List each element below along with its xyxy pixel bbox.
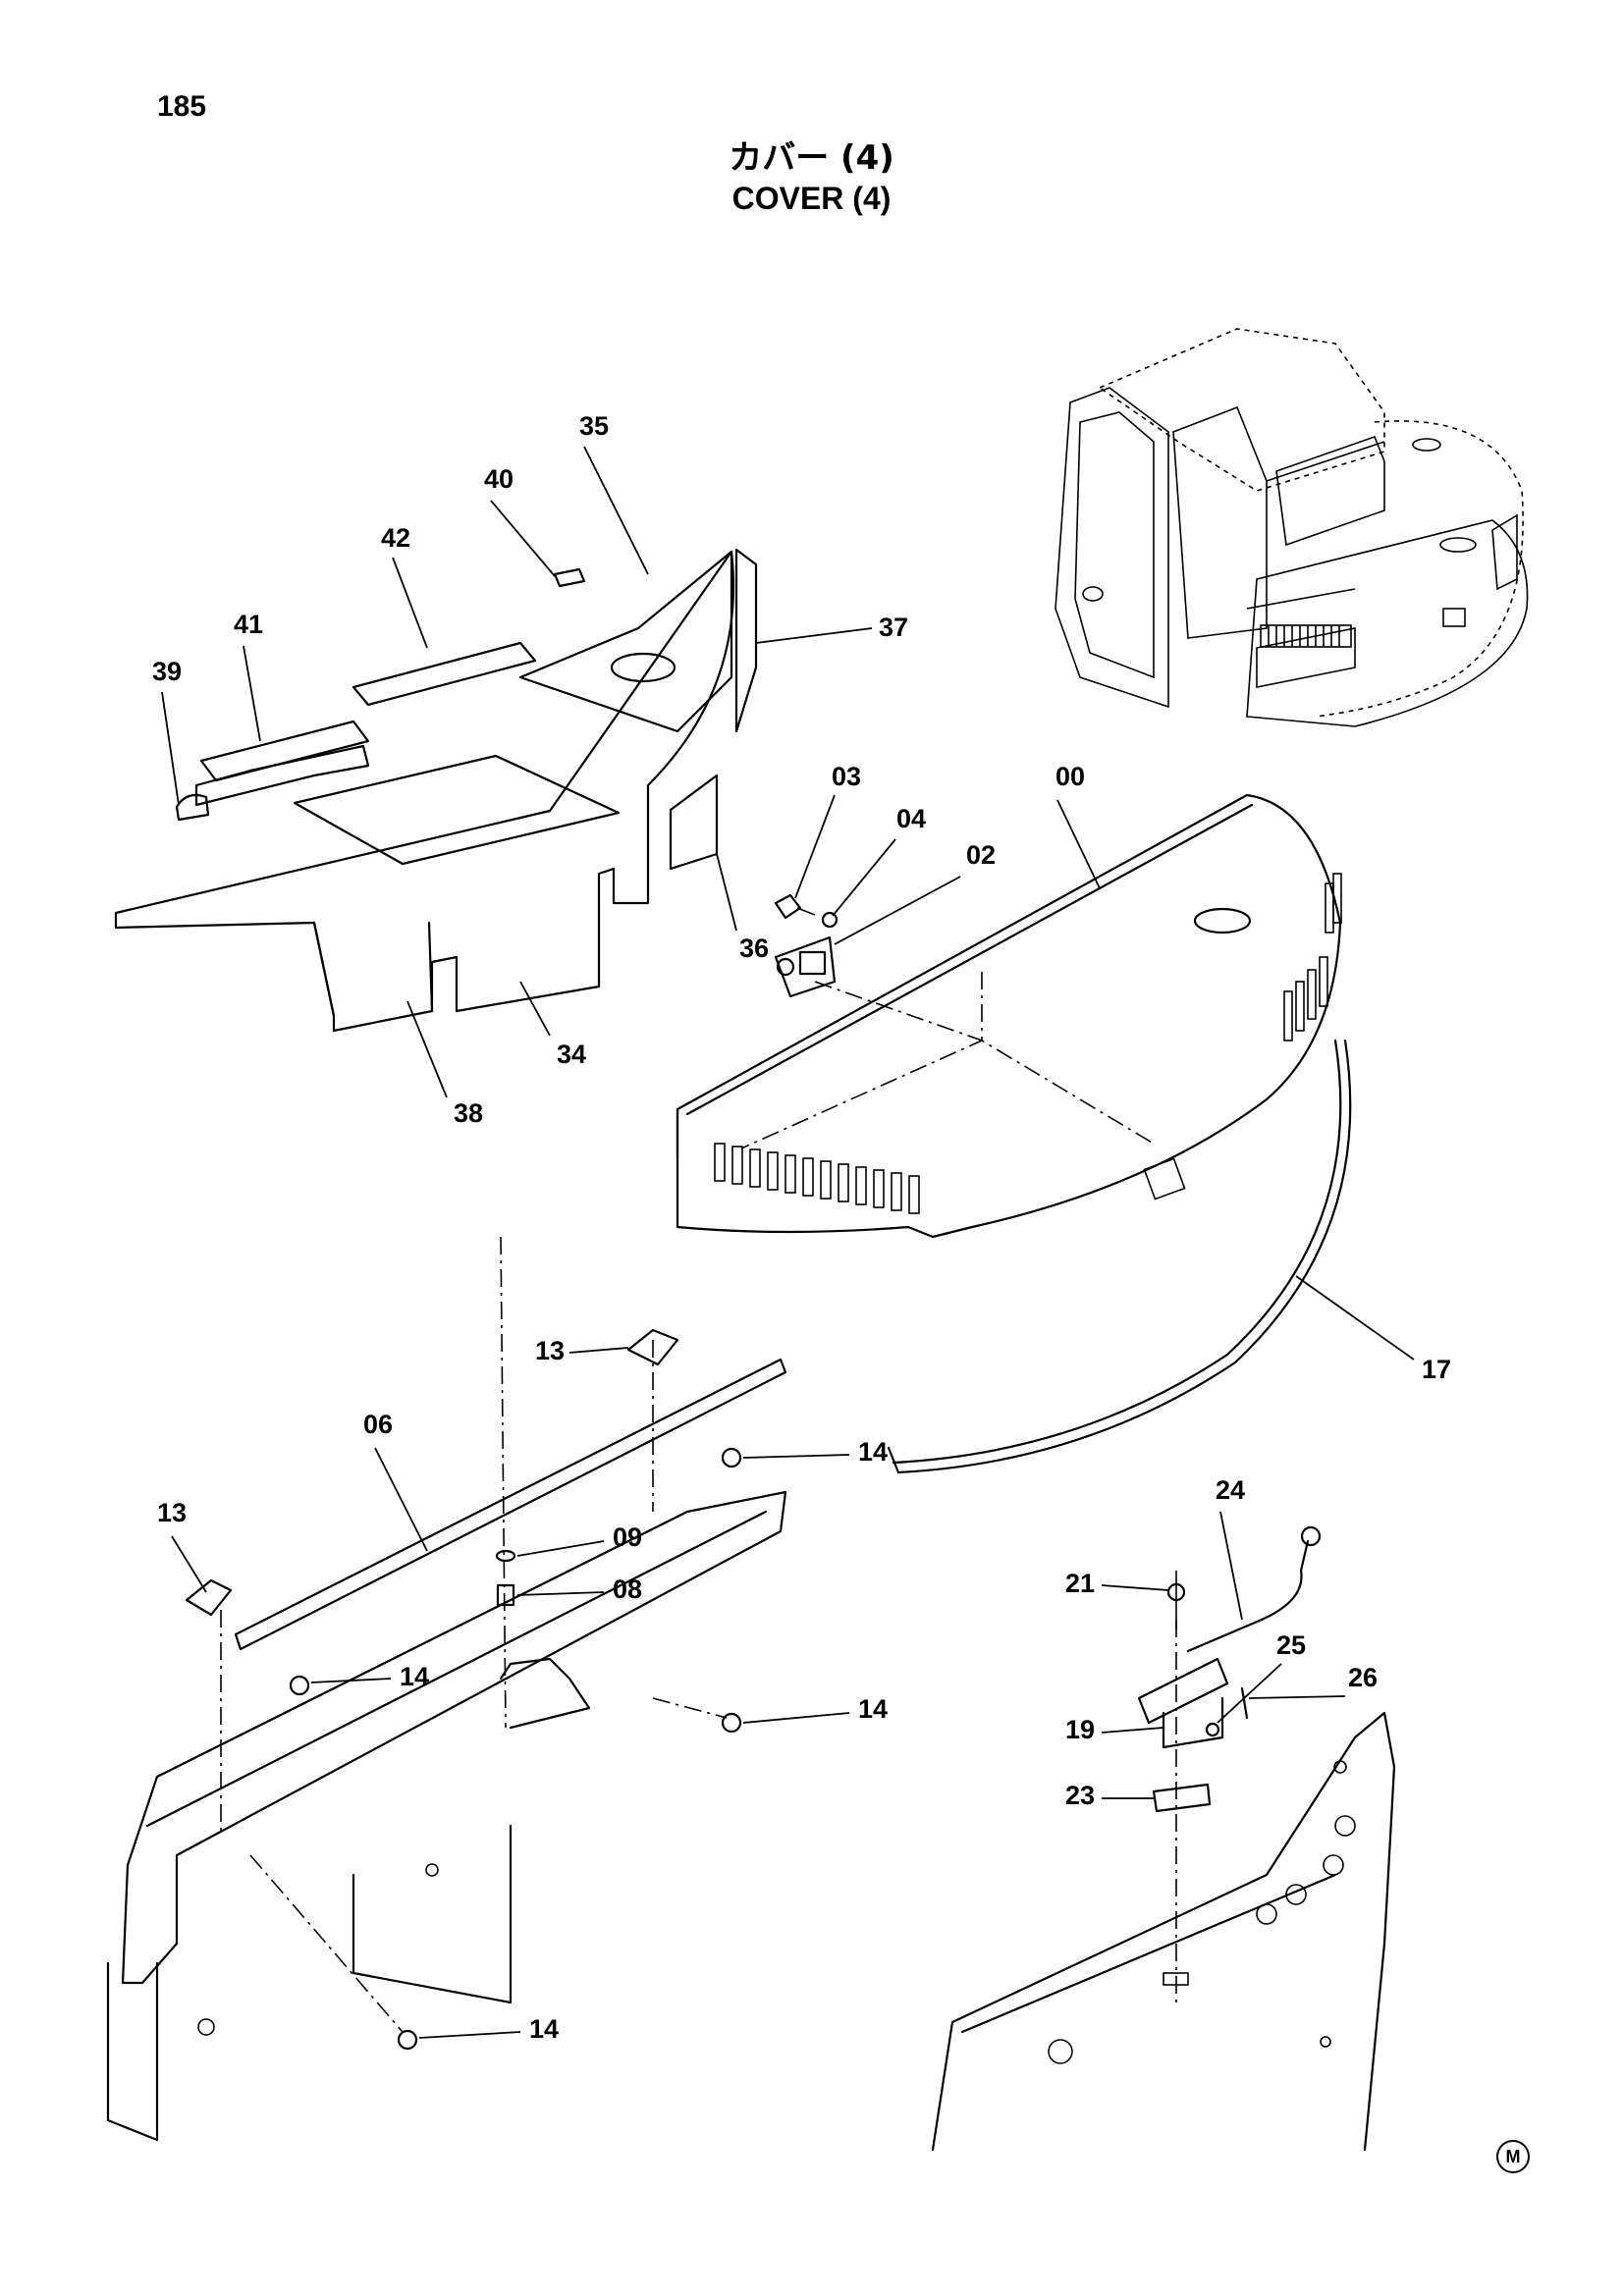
hood-cover [676, 793, 1342, 1239]
part-label-l40: 40 [484, 464, 514, 494]
part-label-l03: 03 [832, 762, 861, 791]
part-label-l13a: 13 [535, 1336, 565, 1365]
part-label-l24: 24 [1216, 1475, 1245, 1505]
part-label-l23: 23 [1065, 1781, 1095, 1810]
part-label-l04: 04 [896, 804, 926, 833]
part-label-l08: 08 [613, 1575, 642, 1604]
model-mark: M [1496, 2140, 1530, 2173]
part-label-l37: 37 [879, 613, 908, 642]
part-label-l14a: 14 [858, 1437, 888, 1467]
part-label-l14c: 14 [858, 1694, 888, 1724]
part-label-l35: 35 [579, 411, 609, 441]
part-label-l21: 21 [1065, 1569, 1095, 1598]
latch-assembly [774, 893, 839, 998]
hinge-rail-frame [106, 1236, 787, 2142]
part-label-l02: 02 [966, 840, 996, 870]
title-block: カバー (4) COVER (4) [0, 137, 1623, 218]
title-japanese: カバー (4) [729, 138, 894, 178]
part-label-l14d: 14 [529, 2014, 559, 2044]
part-label-l17: 17 [1422, 1355, 1451, 1384]
leader-lines [161, 446, 1415, 2039]
part-label-l36: 36 [739, 934, 769, 963]
lock-assembly [931, 1525, 1396, 2152]
part-label-l39: 39 [152, 657, 182, 686]
part-label-l42: 42 [381, 523, 410, 553]
part-label-l09: 09 [613, 1522, 642, 1552]
seal-strip [887, 1039, 1352, 1474]
part-label-l26: 26 [1348, 1663, 1378, 1692]
title-english: COVER (4) [731, 181, 892, 216]
part-label-l06: 06 [363, 1410, 393, 1439]
part-label-l38: 38 [454, 1098, 483, 1128]
machine-vent-slots [1260, 624, 1352, 648]
machine-overview [1055, 328, 1529, 727]
hood-vent-slots [714, 873, 1342, 1214]
part-label-l13b: 13 [157, 1498, 187, 1527]
part-label-l14b: 14 [400, 1662, 429, 1691]
part-label-l00: 00 [1055, 762, 1085, 791]
part-label-l25: 25 [1276, 1630, 1306, 1660]
insulation-panel-set [114, 548, 758, 1033]
part-label-l34: 34 [557, 1040, 586, 1069]
part-number-labels: 35 40 42 41 39 37 03 04 00 02 36 34 38 17 13 06 14 13 09 08… [152, 411, 1451, 2044]
bolts-and-washers [289, 1447, 742, 2051]
page-number: 185 [157, 90, 207, 123]
part-label-l19: 19 [1065, 1715, 1095, 1744]
part-label-l41: 41 [234, 610, 263, 639]
